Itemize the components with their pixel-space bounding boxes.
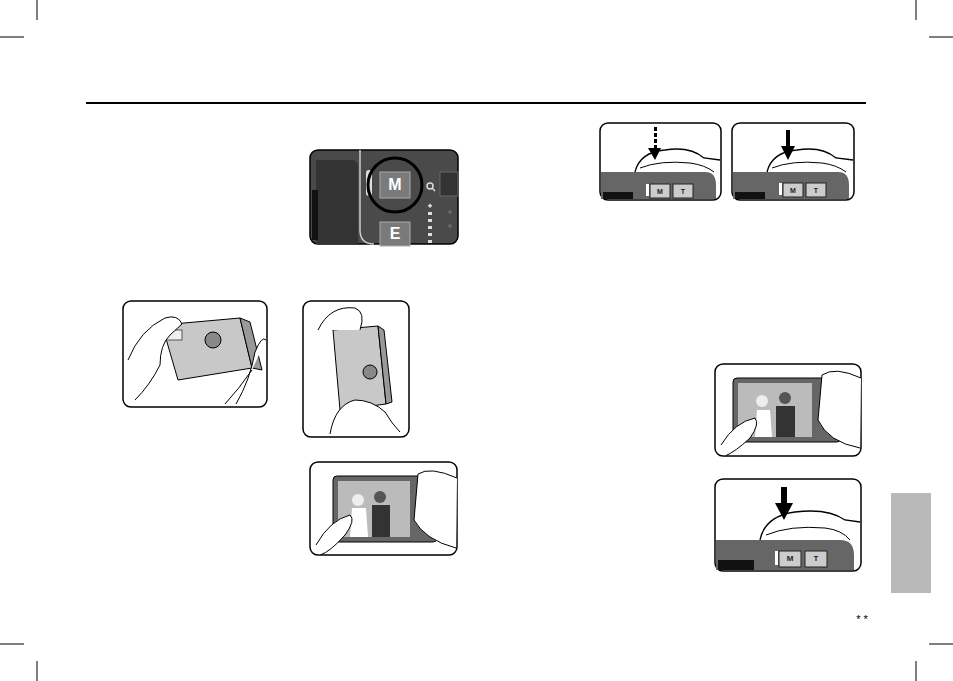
camera-hold-horizontal xyxy=(123,301,267,407)
button-label: T xyxy=(814,555,819,563)
button-label: M xyxy=(790,187,796,194)
header-rule xyxy=(86,102,866,104)
shutter-half-press-illustration xyxy=(600,123,721,200)
section-tab xyxy=(891,493,931,593)
button-label: E xyxy=(390,226,401,242)
shutter-full-press-illustration xyxy=(732,123,854,200)
shutter-press-illustration xyxy=(715,479,861,571)
button-label: M xyxy=(787,555,794,563)
camera-hold-lcd xyxy=(310,462,457,555)
camera-hold-vertical xyxy=(303,301,409,437)
button-label: M xyxy=(657,188,663,195)
button-label: T xyxy=(814,187,818,194)
camera-hold-lcd xyxy=(715,364,861,456)
zoom-button-illustration xyxy=(310,150,458,246)
button-label: T xyxy=(681,188,685,195)
button-label: M xyxy=(388,177,401,193)
page-number: * * xyxy=(856,614,868,625)
